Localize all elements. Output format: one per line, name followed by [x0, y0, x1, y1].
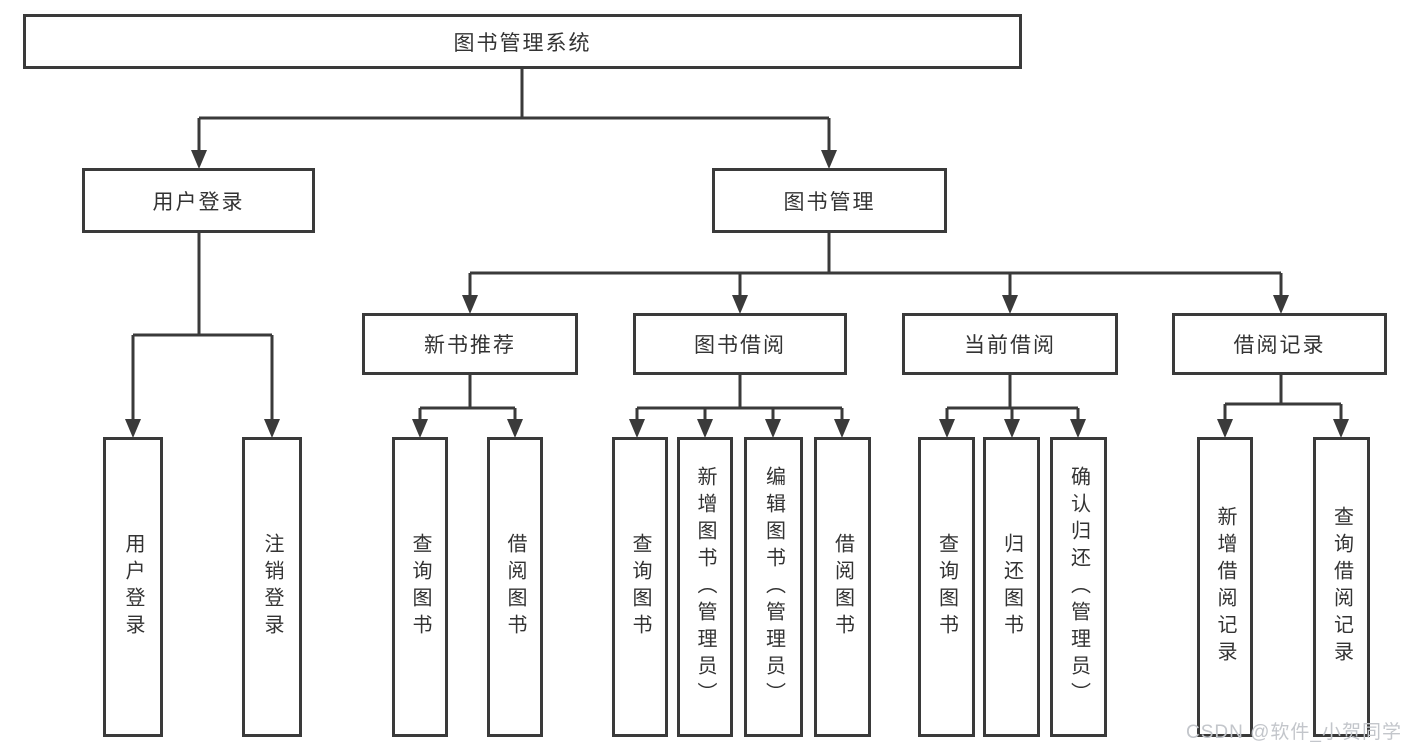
node-book-borrow: 图书借阅 [633, 313, 847, 375]
leaf-label: 归还图书 [1000, 533, 1023, 641]
node-label: 当前借阅 [964, 334, 1056, 357]
node-label: 用户登录 [152, 190, 245, 214]
leaf-user-login: 用户登录 [103, 437, 163, 737]
leaf-label: 用户登录 [122, 533, 144, 641]
leaf-record-query: 查询借阅记录 [1313, 437, 1370, 737]
node-library-system: 图书管理系统 [23, 14, 1022, 69]
node-label: 借阅记录 [1233, 334, 1326, 357]
node-current-borrow: 当前借阅 [902, 313, 1118, 375]
node-book-management: 图书管理 [712, 168, 947, 233]
leaf-borrow-edit-book-admin: 编辑图书（管理员） [744, 437, 803, 737]
node-new-book-recommend: 新书推荐 [362, 313, 578, 375]
leaf-label: 确认归还（管理员） [1067, 465, 1090, 709]
leaf-label: 查询图书 [409, 533, 431, 641]
node-label: 图书借阅 [694, 334, 786, 357]
leaf-label: 查询图书 [629, 533, 651, 641]
leaf-recommend-query-book: 查询图书 [392, 437, 448, 737]
node-borrow-records: 借阅记录 [1172, 313, 1387, 375]
leaf-label: 注销登录 [261, 533, 283, 641]
leaf-label: 新增借阅记录 [1214, 506, 1236, 668]
leaf-borrow-add-book-admin: 新增图书（管理员） [677, 437, 733, 737]
leaf-current-confirm-return-admin: 确认归还（管理员） [1050, 437, 1107, 737]
leaf-label: 新增图书（管理员） [694, 465, 716, 709]
leaf-logout: 注销登录 [242, 437, 302, 737]
watermark-text: CSDN @软件_小贺同学 [1186, 722, 1402, 743]
leaf-label: 编辑图书（管理员） [762, 465, 785, 709]
leaf-recommend-borrow-book: 借阅图书 [487, 437, 543, 737]
leaf-label: 查询图书 [935, 533, 958, 641]
leaf-borrow-borrow-book: 借阅图书 [814, 437, 871, 737]
node-label: 图书管理系统 [453, 31, 592, 55]
leaf-label: 查询借阅记录 [1330, 506, 1353, 668]
leaf-borrow-query-book: 查询图书 [612, 437, 668, 737]
leaf-current-return-book: 归还图书 [983, 437, 1040, 737]
leaf-record-add: 新增借阅记录 [1197, 437, 1253, 737]
leaf-current-query-book: 查询图书 [918, 437, 975, 737]
node-label: 图书管理 [783, 190, 876, 214]
node-user-login: 用户登录 [82, 168, 315, 233]
leaf-label: 借阅图书 [831, 533, 854, 641]
node-label: 新书推荐 [424, 334, 516, 357]
leaf-label: 借阅图书 [504, 533, 526, 641]
